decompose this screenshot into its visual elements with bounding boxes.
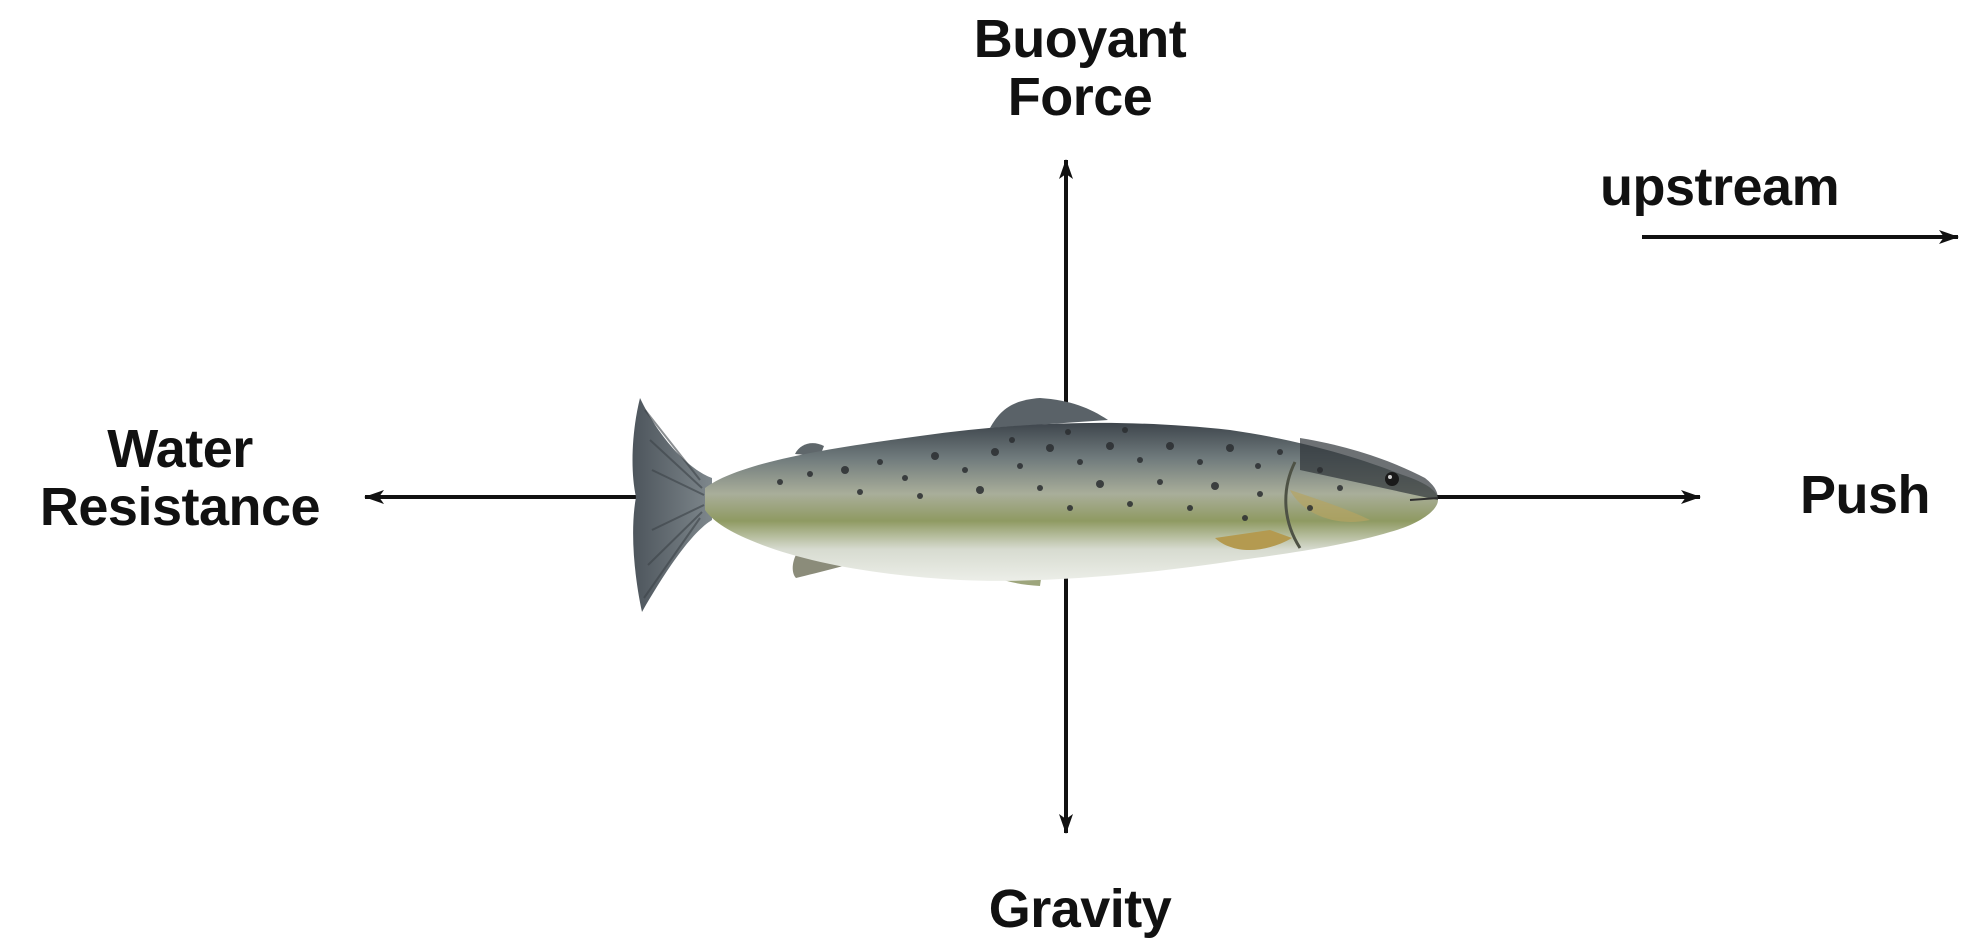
water-resistance-label-line2: Resistance bbox=[10, 478, 350, 536]
gravity-label: Gravity bbox=[880, 880, 1280, 938]
push-label-text: Push bbox=[1800, 466, 1980, 524]
push-label: Push bbox=[1800, 466, 1980, 524]
upstream-label: upstream bbox=[1600, 158, 1960, 216]
buoyant-force-label: Buoyant Force bbox=[880, 10, 1280, 126]
gravity-label-text: Gravity bbox=[880, 880, 1280, 938]
fish-icon bbox=[633, 398, 1438, 612]
buoyant-force-label-line2: Force bbox=[880, 68, 1280, 126]
upstream-label-text: upstream bbox=[1600, 158, 1960, 216]
buoyant-force-label-line1: Buoyant bbox=[880, 10, 1280, 68]
water-resistance-label-line1: Water bbox=[10, 420, 350, 478]
water-resistance-label: Water Resistance bbox=[10, 420, 350, 536]
